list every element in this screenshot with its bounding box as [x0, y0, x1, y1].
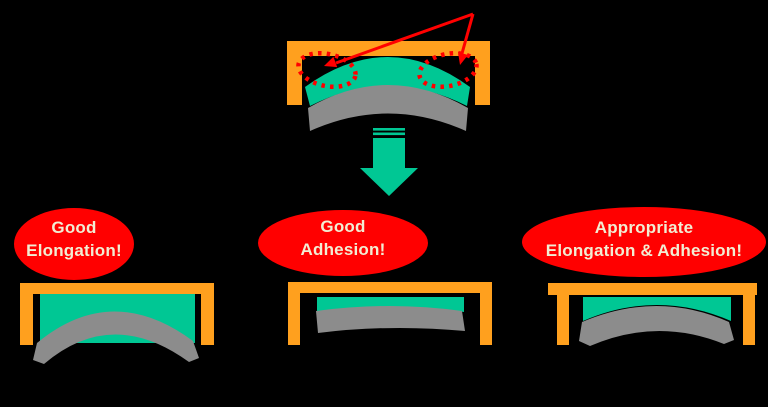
top-adhesive-layer	[305, 57, 470, 106]
good-adhesion-diagram	[288, 282, 492, 345]
callout-line-left	[335, 12, 474, 65]
delamination-circle-right	[417, 50, 479, 90]
good-elongation-diagram	[20, 283, 214, 364]
good-elongation-label-line1: Good	[51, 218, 97, 237]
appropriate-adhesive-layer	[583, 297, 731, 321]
adhesion-frame-leg-right	[480, 292, 492, 345]
appropriate-label-line1: Appropriate	[594, 218, 694, 237]
good-elongation-bubble	[14, 208, 134, 280]
good-adhesion-label-line1: Good	[320, 217, 366, 236]
appropriate-label: Appropriate Elongation & Adhesion!	[520, 216, 768, 262]
elongation-frame-leg-left	[20, 293, 33, 345]
delamination-circle-left	[296, 50, 358, 90]
top-chip-layer	[308, 85, 468, 131]
adhesion-frame-bar	[288, 282, 492, 293]
appropriate-frame-leg-left	[557, 295, 569, 345]
callout-arrowhead-left	[324, 56, 338, 68]
adhesion-frame-leg-left	[288, 292, 300, 345]
appropriate-diagram	[548, 283, 757, 346]
appropriate-chip-layer	[579, 306, 734, 346]
appropriate-frame-bar	[548, 283, 757, 295]
good-adhesion-bubble	[258, 210, 428, 276]
callout-line-right	[459, 13, 475, 58]
good-elongation-label-line2: Elongation!	[26, 241, 122, 260]
adhesion-chip-layer	[316, 306, 465, 333]
appropriate-label-line2: Elongation & Adhesion!	[545, 241, 743, 260]
good-adhesion-label: Good Adhesion!	[256, 215, 430, 261]
appropriate-frame-leg-right	[743, 295, 755, 345]
good-elongation-label: Good Elongation!	[2, 216, 146, 262]
down-arrow-icon	[360, 128, 418, 196]
down-arrow-stripe-1	[373, 128, 405, 131]
down-arrow-stripe-2	[373, 132, 405, 136]
elongation-frame-bar	[20, 283, 214, 294]
appropriate-bubble	[522, 207, 766, 277]
elongation-frame-leg-right	[201, 293, 214, 345]
top-frame	[287, 41, 490, 105]
good-adhesion-label-line2: Adhesion!	[300, 240, 386, 259]
down-arrow-body	[360, 138, 418, 196]
elongation-chip-layer	[33, 311, 199, 364]
callout-arrowhead-right	[458, 52, 468, 65]
top-assembly-diagram	[287, 12, 490, 131]
